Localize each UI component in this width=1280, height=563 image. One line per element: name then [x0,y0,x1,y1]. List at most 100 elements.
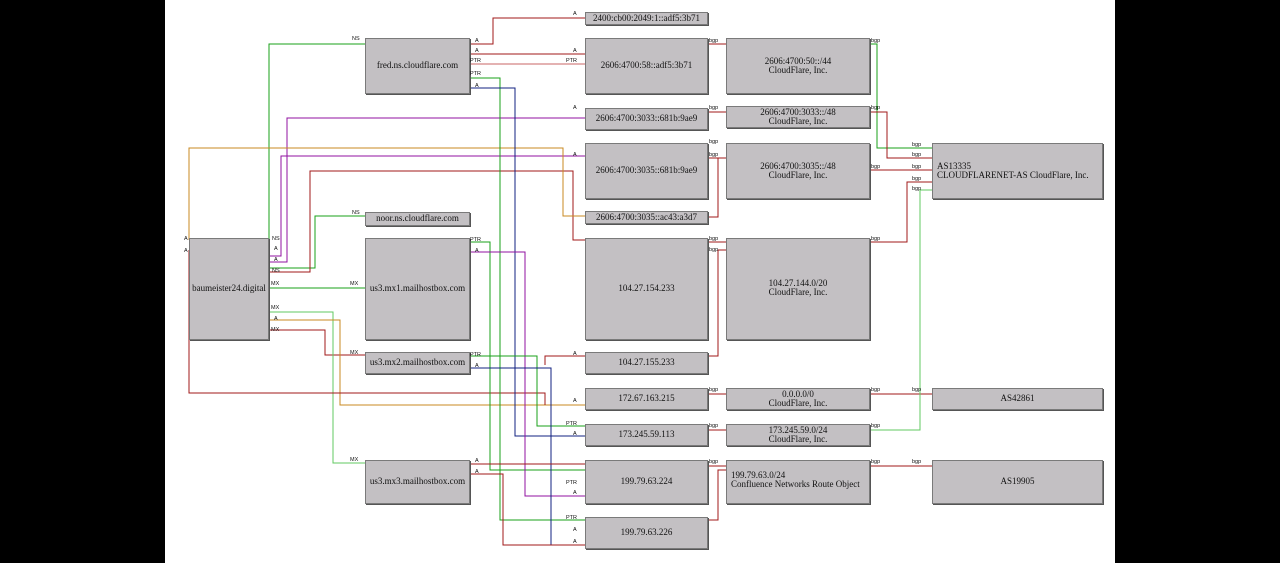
edge-label-a: A [573,152,577,158]
prefix-node-6[interactable]: 173.245.59.0/24 CloudFlare, Inc. [726,424,870,446]
edge-label-mx: MX [350,350,359,356]
edge-label-bgp: bgp [871,38,881,44]
edge-fred-ptr-2 [470,77,585,521]
ip-node-ip6-4[interactable]: 2606:4700:3035::681b:9ae9 [585,143,708,199]
prefix-range: 104.27.144.0/20 [768,278,828,288]
edge-label-ns: NS [272,268,280,274]
ip-node-ip4-2[interactable]: 104.27.155.233 [585,352,708,374]
edge-label-a: A [573,431,577,437]
prefix-node-4[interactable]: 104.27.144.0/20 CloudFlare, Inc. [726,238,870,340]
as-name: AS13335 [937,161,972,171]
prefix-node-1[interactable]: 2606:4700:50::/44 CloudFlare, Inc. [726,38,870,94]
ip-node-ip6-3[interactable]: 2606:4700:3033::681b:9ae9 [585,108,708,130]
edge-label-bgp: bgp [709,139,719,145]
edge-label-a: A [475,469,479,475]
ip-node-ip4-4[interactable]: 173.245.59.113 [585,424,708,446]
edge-label-a: A [573,539,577,545]
as-node-42861[interactable]: AS42861 [932,388,1103,410]
edge-label-ptr: PTR [470,71,481,77]
edge-label-bgp: bgp [871,387,881,393]
edge-mx-2 [269,329,365,356]
prefix-org: Confluence Networks Route Object [731,479,860,490]
edge-a-orange [269,319,585,406]
prefix-range: 199.79.63.0/24 [731,470,786,480]
edge-mx2-a-2 [544,355,585,365]
edge-label-mx: MX [271,327,280,333]
edge-label-mx: MX [350,457,359,463]
edge-label-bgp: bgp [709,152,719,158]
ip-node-ip4-6[interactable]: 199.79.63.226 [585,517,708,549]
prefix-range: 2606:4700:50::/44 [764,56,832,66]
edge-fred-a-navy [470,87,585,437]
edge-label-bgp: bgp [709,236,719,242]
domain-node[interactable]: baumeister24.digital [189,238,269,340]
prefix-org: CloudFlare, Inc. [768,170,828,181]
edge-a-orange-2 [188,147,585,240]
edge-label-ns: NS [272,236,280,242]
ip-node-ip6-1[interactable]: 2400:cb00:2049:1::adf5:3b71 [585,12,708,25]
edge-label-bgp: bgp [709,38,719,44]
ip-node-ip4-3[interactable]: 172.67.163.215 [585,388,708,410]
prefix-range: 0.0.0.0/0 [782,388,814,399]
edge-label-mx: MX [271,281,280,287]
prefix-node-3[interactable]: 2606:4700:3035::/48 CloudFlare, Inc. [726,143,870,199]
edge-label-a: A [573,11,577,17]
mx-node-3[interactable]: us3.mx3.mailhostbox.com [365,460,470,504]
edge-label-bgp: bgp [709,423,719,429]
edge-label-ptr: PTR [470,237,481,243]
edge-a-purple-2 [269,155,585,257]
edge-label-a: A [475,48,479,54]
edge-label-ptr: PTR [470,352,481,358]
prefix-org: CloudFlare, Inc. [768,287,828,298]
edge-mx-3 [269,311,365,464]
edge-label-a: A [475,38,479,44]
edge-label-a: A [184,248,188,254]
edge-label-bgp: bgp [912,142,922,148]
graph-canvas: baumeister24.digital fred.ns.cloudflare.… [165,0,1115,563]
edge-a-purple-1 [269,117,585,263]
edge-label-a: A [274,246,278,252]
prefix-node-7[interactable]: 199.79.63.0/24 Confluence Networks Route… [726,460,870,504]
edge-fred-a-1 [470,17,585,45]
mx-node-1[interactable]: us3.mx1.mailhostbox.com [365,238,470,340]
as-node-19905[interactable]: AS19905 [932,460,1103,504]
ip-node-ip4-1[interactable]: 104.27.154.233 [585,238,708,340]
edge-label-ns: NS [352,210,360,216]
as-node-cloudflare[interactable]: AS13335 CLOUDFLARENET-AS CloudFlare, Inc… [932,143,1103,199]
edge-as-2 [870,111,932,159]
edge-label-ptr: PTR [470,58,481,64]
edge-label-bgp: bgp [912,164,922,170]
ip-node-ip6-5[interactable]: 2606:4700:3035::ac43:a3d7 [585,211,708,224]
edge-label-bgp: bgp [709,105,719,111]
edge-as-4 [870,181,932,243]
edge-as-6 [870,189,932,431]
edge-label-bgp: bgp [912,186,922,192]
ip-node-ip4-5[interactable]: 199.79.63.224 [585,460,708,504]
edge-label-bgp: bgp [871,236,881,242]
edge-mx2-ptr [470,355,585,427]
edge-as-1 [870,43,932,149]
mx-node-2[interactable]: us3.mx2.mailhostbox.com [365,352,470,374]
edge-bgp-10 [708,469,726,521]
edge-label-bgp: bgp [871,164,881,170]
edge-label-a: A [475,458,479,464]
edge-label-a: A [573,398,577,404]
edge-mx3-a-2 [470,473,585,546]
edge-label-ptr: PTR [566,58,577,64]
edge-label-a: A [184,236,188,242]
ns-node-noor[interactable]: noor.ns.cloudflare.com [365,212,470,226]
prefix-org: CloudFlare, Inc. [768,116,828,126]
ip-node-ip6-2[interactable]: 2606:4700:58::adf5:3b71 [585,38,708,94]
ns-node-fred[interactable]: fred.ns.cloudflare.com [365,38,470,94]
edge-label-bgp: bgp [709,459,719,465]
edge-label-mx: MX [350,281,359,287]
prefix-node-2[interactable]: 2606:4700:3033::/48 CloudFlare, Inc. [726,106,870,128]
edge-label-a: A [573,490,577,496]
edge-bgp-4 [708,157,726,218]
edge-label-bgp: bgp [709,387,719,393]
prefix-org: CloudFlare, Inc. [768,434,828,444]
edge-label-a: A [573,105,577,111]
prefix-node-5[interactable]: 0.0.0.0/0 CloudFlare, Inc. [726,388,870,410]
edge-label-bgp: bgp [912,176,922,182]
edge-label-ns: NS [352,36,360,42]
